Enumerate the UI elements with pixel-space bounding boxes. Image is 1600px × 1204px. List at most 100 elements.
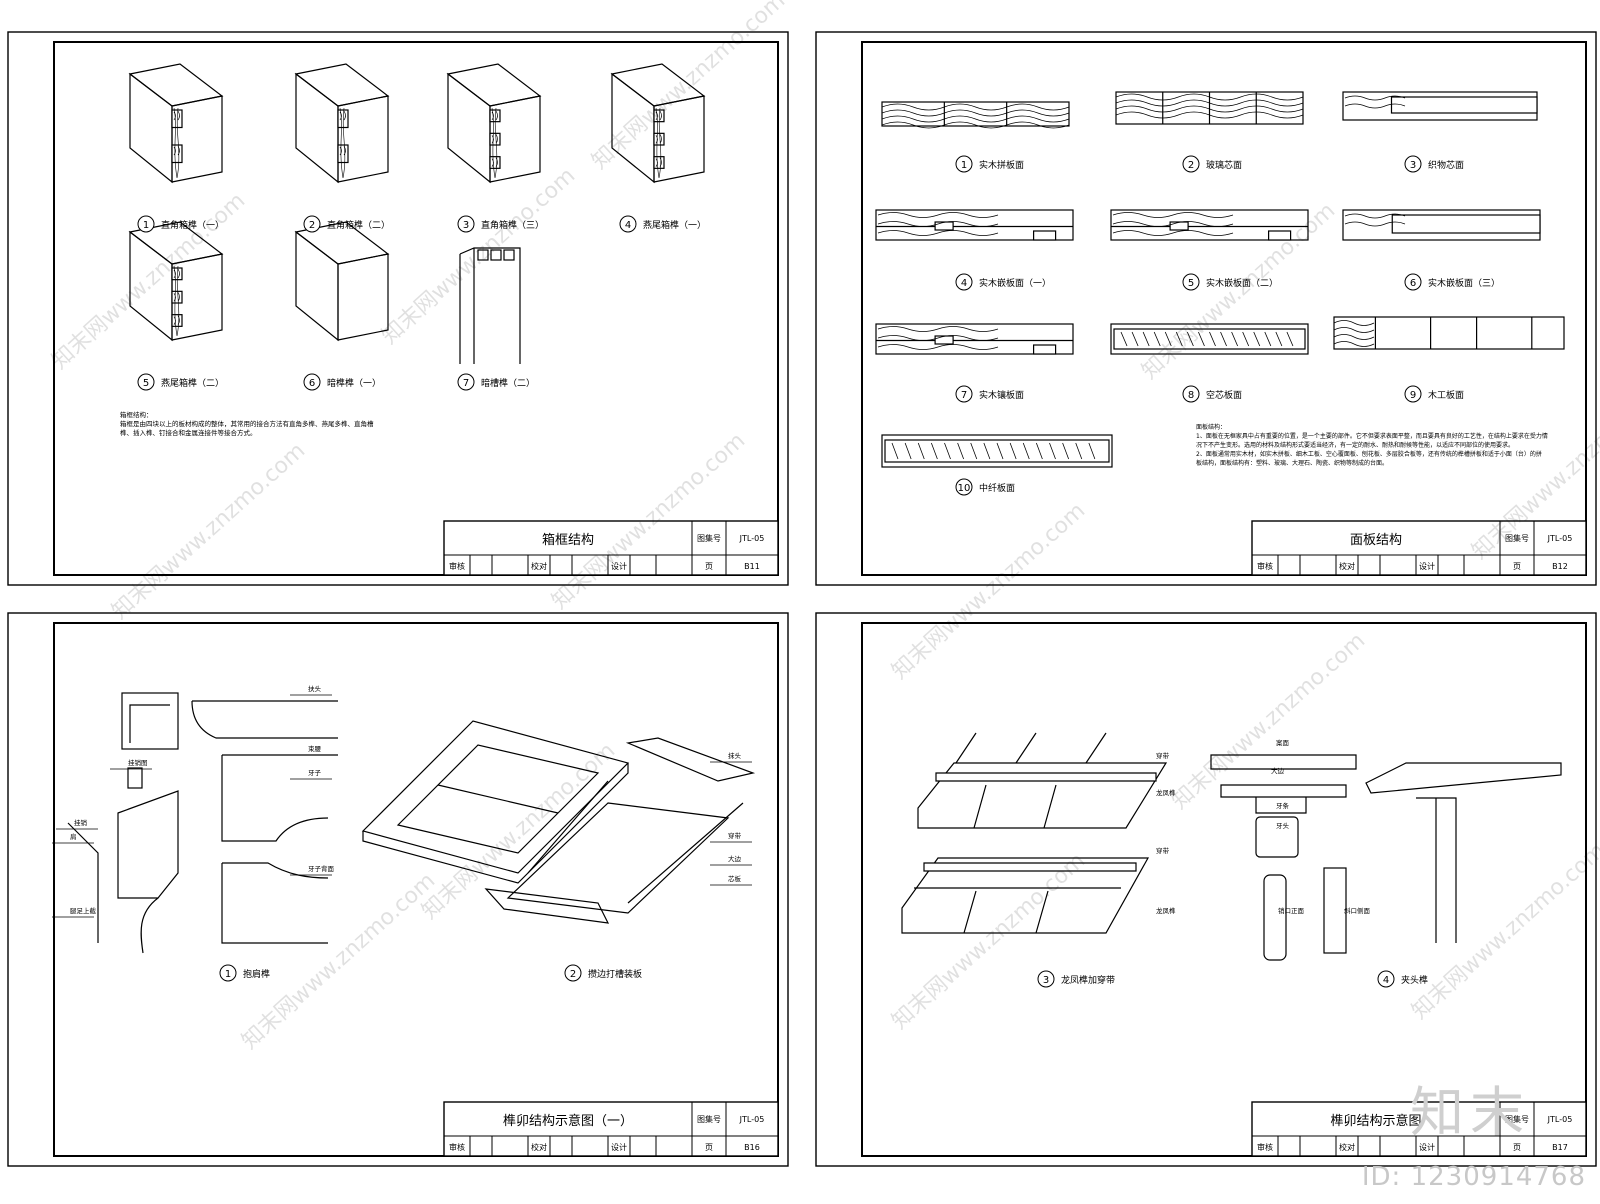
frame-stile bbox=[527, 780, 744, 904]
sheet-illustrations bbox=[67, 63, 1565, 961]
wood-grain bbox=[877, 212, 999, 218]
item-label: 直角箱榫（一） bbox=[161, 219, 224, 231]
wood-grain bbox=[1115, 111, 1304, 119]
core-hatch bbox=[996, 442, 1004, 460]
core-hatch bbox=[1009, 442, 1017, 460]
box-joint-drawing bbox=[128, 63, 224, 184]
item-label: 燕尾箱榫（一） bbox=[643, 219, 706, 231]
watermark-text: 知末网www.znzmo.com bbox=[377, 163, 580, 349]
callout-label: 大边 bbox=[728, 854, 742, 863]
watermark-text: 知末网www.znzmo.com bbox=[417, 738, 620, 924]
wood-grain bbox=[491, 107, 498, 179]
item-number-circle bbox=[955, 385, 973, 403]
title-block-frame bbox=[1251, 520, 1587, 576]
item-number: 3 bbox=[1043, 975, 1049, 986]
dado-slot bbox=[477, 249, 489, 261]
item-number-circle bbox=[1404, 155, 1422, 173]
review-label: 审核 bbox=[1257, 1142, 1273, 1152]
core-hatch bbox=[1049, 442, 1056, 460]
item-number: 3 bbox=[1410, 160, 1416, 171]
item-label: 燕尾箱榫（二） bbox=[161, 377, 224, 389]
set-number-label: 图集号 bbox=[697, 533, 721, 543]
item-number: 2 bbox=[309, 220, 315, 231]
callout-label: 腿足上截 bbox=[70, 906, 97, 915]
callout-label: 牙条 bbox=[1276, 801, 1290, 810]
item-number-circle bbox=[955, 273, 973, 291]
set-number: JTL-05 bbox=[739, 534, 765, 543]
page-label: 页 bbox=[1513, 1143, 1521, 1152]
bottom-rail bbox=[484, 888, 610, 924]
note-line: 板结构，面板结构有：塑料、玻璃、大理石、陶瓷、织物等制成的台面。 bbox=[1196, 459, 1388, 467]
wood-grain bbox=[655, 107, 662, 179]
callout-label: 挂销 bbox=[74, 818, 88, 827]
item-number-circle bbox=[1404, 273, 1422, 291]
panel-groove bbox=[1267, 230, 1292, 241]
core-hatch bbox=[891, 442, 899, 460]
set-number: JTL-05 bbox=[1547, 534, 1573, 543]
item-number: 2 bbox=[1188, 160, 1194, 171]
title-block-frame bbox=[443, 520, 779, 576]
joint-tenon bbox=[337, 109, 349, 129]
core-hatch bbox=[1022, 442, 1030, 460]
item-number: 9 bbox=[1410, 390, 1416, 401]
note-line: 面板结构： bbox=[1196, 423, 1226, 431]
shoulder-tenon bbox=[127, 767, 143, 789]
set-number: JTL-05 bbox=[739, 1115, 765, 1124]
item-number: 6 bbox=[1410, 278, 1416, 289]
apron-head bbox=[1255, 797, 1307, 814]
panel-tongue bbox=[1169, 221, 1189, 231]
joint-top-face bbox=[294, 63, 390, 107]
item-number: 7 bbox=[961, 390, 967, 401]
item-number-circle bbox=[303, 373, 321, 391]
callout-label: 龙凤榫 bbox=[1156, 788, 1176, 797]
panel-core bbox=[1113, 328, 1306, 350]
callout-label: 牙子 bbox=[308, 769, 322, 777]
box-joint-drawing bbox=[128, 221, 224, 342]
apron-bottom bbox=[221, 754, 338, 842]
item-number: 4 bbox=[1383, 975, 1389, 986]
page-label: 页 bbox=[1513, 562, 1521, 571]
joint-tenon bbox=[489, 109, 501, 123]
box-joint-drawing bbox=[446, 63, 542, 184]
core-hatch bbox=[983, 442, 991, 460]
callout-label: 肩 bbox=[70, 832, 77, 841]
board-edge bbox=[1015, 732, 1037, 764]
item-number-circle bbox=[457, 373, 475, 391]
callout-label: 龙凤榫 bbox=[1156, 906, 1176, 915]
core-hatch bbox=[1062, 442, 1069, 460]
batten-upper bbox=[935, 772, 1157, 782]
leg-outline bbox=[67, 822, 159, 954]
sheet-outer-border bbox=[7, 612, 789, 1167]
sheet-title: 榫卯结构示意图 bbox=[1330, 1113, 1421, 1129]
callout-label: 挂销图 bbox=[128, 758, 148, 767]
joint-tenon bbox=[171, 290, 183, 304]
loose-panel bbox=[506, 802, 730, 914]
wood-grain bbox=[1344, 103, 1406, 109]
joint-right-board bbox=[337, 253, 389, 341]
wood-grain bbox=[1112, 221, 1234, 227]
wood-grain bbox=[1333, 327, 1375, 333]
core-hatch bbox=[1187, 331, 1194, 347]
callout-label: 扶头 bbox=[308, 684, 322, 693]
page-label: 页 bbox=[705, 1143, 713, 1152]
watermark-text: 知末网www.znzmo.com bbox=[587, 0, 790, 174]
check-label: 校对 bbox=[1339, 1142, 1355, 1152]
board-set-upper bbox=[917, 762, 1168, 829]
wood-grain bbox=[1344, 221, 1406, 227]
box-joint-drawing bbox=[294, 221, 390, 342]
core-hatch bbox=[917, 442, 925, 460]
core-hatch bbox=[944, 442, 951, 460]
item-number-circle bbox=[1182, 273, 1200, 291]
frame-edge bbox=[362, 763, 629, 884]
panel-inset bbox=[1390, 96, 1538, 114]
wood-grain bbox=[1344, 213, 1406, 219]
